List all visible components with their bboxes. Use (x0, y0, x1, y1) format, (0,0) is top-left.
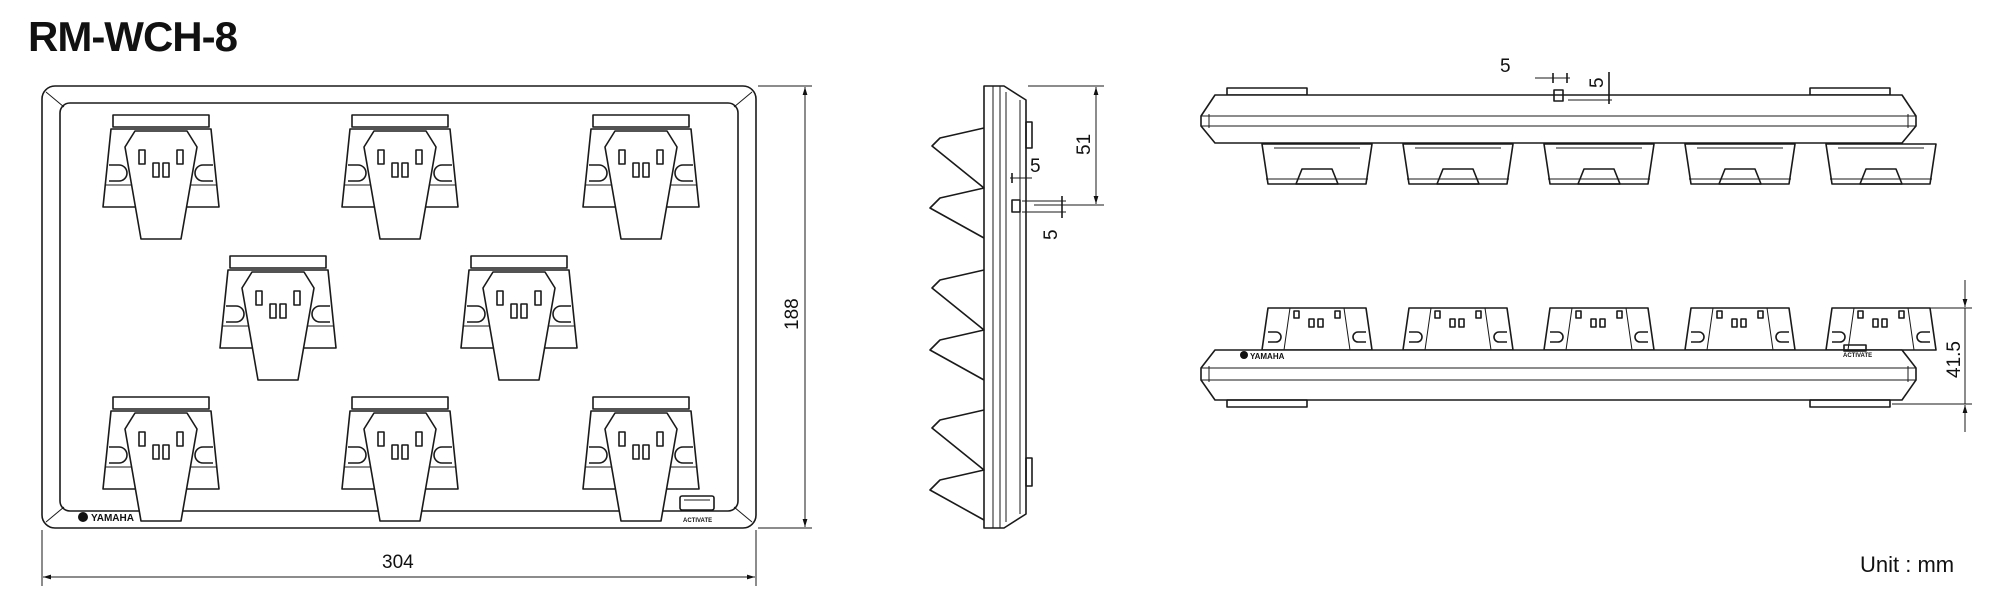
charging-slot-profile (1684, 307, 1796, 351)
activate-label: ACTIVATE (683, 518, 712, 524)
charging-slot-profile (1402, 143, 1514, 185)
width-dimension: 304 (41, 530, 757, 586)
charging-slot-profile (1684, 143, 1796, 185)
charging-slot-profile (1825, 307, 1937, 351)
depth-dimension: 188 (758, 85, 812, 529)
charging-slot-profile (1543, 307, 1655, 351)
charging-slot (460, 255, 578, 381)
slot-side-profile (929, 409, 985, 521)
charging-slot (341, 114, 459, 240)
rear-height-value: 41.5 (1944, 341, 1965, 378)
side-offset-v-value: 5 (1041, 229, 1062, 240)
top-offset-dimensions: 5 5 (1500, 56, 1612, 104)
width-value: 304 (382, 552, 414, 573)
yamaha-emblem-icon (78, 512, 88, 522)
charging-slot (582, 396, 700, 522)
depth-value: 188 (782, 298, 803, 330)
charging-slot (102, 114, 220, 240)
charging-slot-profile (1543, 143, 1655, 185)
top-offset-v-value: 5 (1587, 77, 1608, 88)
charging-slot-profile (1261, 143, 1373, 185)
charging-slot (341, 396, 459, 522)
model-title: RM-WCH-8 (28, 13, 238, 60)
holder-slots (102, 114, 700, 522)
charging-slot-profile (1261, 307, 1373, 351)
rear-elevation-view: YAMAHA ACTIVATE (1200, 307, 1937, 408)
activate-label-rear: ACTIVATE (1843, 353, 1872, 359)
top-offset-h-value: 5 (1500, 56, 1511, 77)
charging-slot (219, 255, 337, 381)
brand-logo-rear: YAMAHA (1250, 352, 1285, 361)
charging-slot-profile (1825, 143, 1937, 185)
rear-height-dimension: 41.5 (1890, 280, 1972, 432)
charging-slot (102, 396, 220, 522)
side-view (929, 85, 1033, 529)
side-height-value: 51 (1074, 134, 1095, 155)
slot-side-profile (929, 127, 985, 239)
unit-label: Unit : mm (1860, 552, 1954, 577)
top-view: YAMAHA ACTIVATE (41, 85, 757, 529)
activate-button-rear (1843, 344, 1867, 352)
side-offset-h-value: 5 (1030, 156, 1041, 177)
front-elevation-view (1200, 87, 1937, 185)
slot-side-profile (929, 269, 985, 381)
charging-slot (582, 114, 700, 240)
brand-logo: YAMAHA (91, 513, 134, 524)
activate-button (679, 495, 715, 511)
charging-slot-profile (1402, 307, 1514, 351)
side-height-dimension: 51 (1028, 85, 1104, 206)
side-offset-dimensions: 5 5 (1010, 156, 1066, 240)
yamaha-emblem-icon (1240, 351, 1248, 359)
